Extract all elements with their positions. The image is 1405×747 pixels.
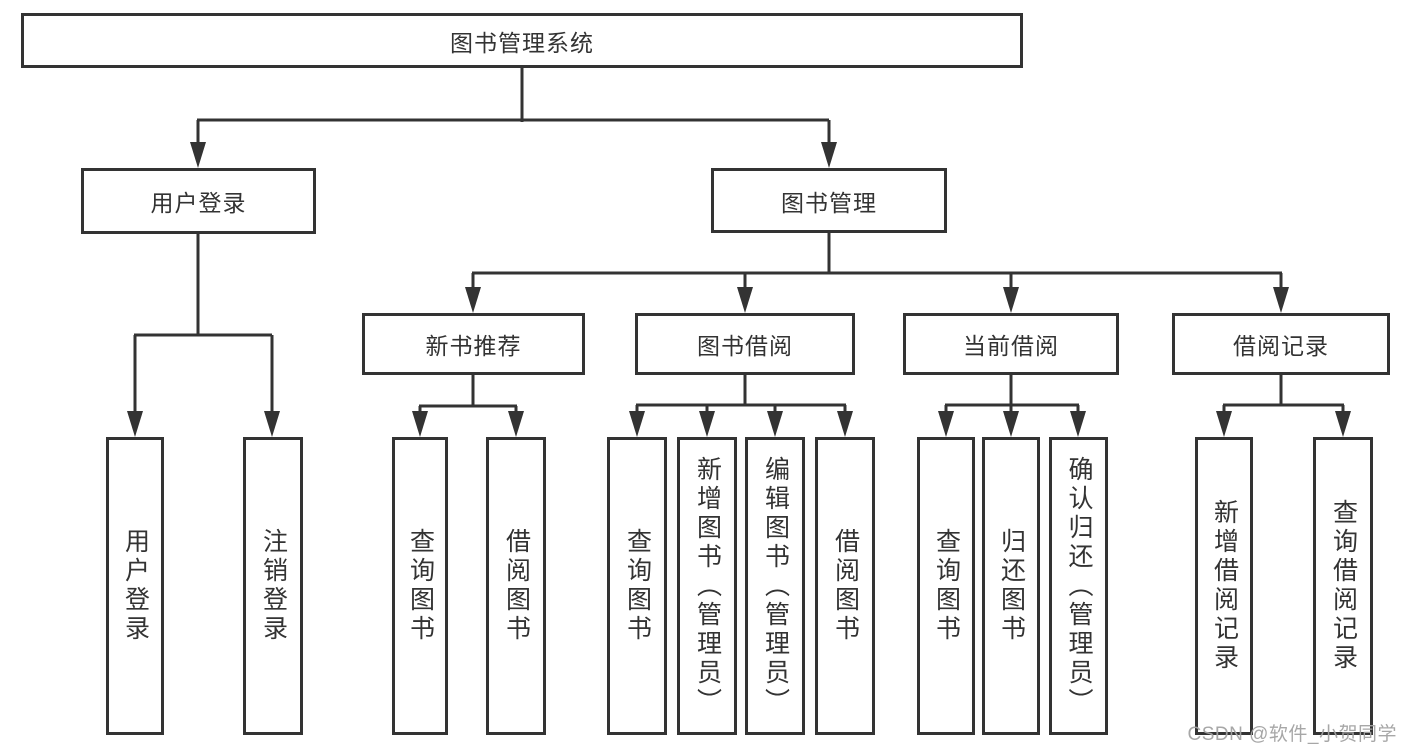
- leaf-recommend-query-book: 查询图书: [392, 437, 448, 735]
- leaf-record-add-record: 新增借阅记录: [1195, 437, 1253, 735]
- connector-root-to-level2: [196, 68, 831, 148]
- connector-currentborrow-to-leaves: [944, 375, 1080, 417]
- leaf-borrow-add-book-admin-label: 新增图书（管理员）: [693, 455, 722, 717]
- leaf-recommend-borrow-book-label: 借阅图书: [502, 528, 531, 644]
- leaf-borrow-edit-book-admin-label: 编辑图书（管理员）: [761, 455, 790, 717]
- leaf-current-query-book: 查询图书: [917, 437, 975, 735]
- leaf-logout-label: 注销登录: [259, 528, 288, 644]
- leaf-borrow-add-book-admin: 新增图书（管理员）: [677, 437, 737, 735]
- node-new-book-recommend: 新书推荐: [362, 313, 585, 375]
- leaf-borrow-query-book: 查询图书: [607, 437, 667, 735]
- leaf-record-query-record: 查询借阅记录: [1313, 437, 1373, 735]
- connector-borrowrecord-to-leaves: [1222, 375, 1345, 417]
- leaf-current-query-book-label: 查询图书: [932, 528, 961, 644]
- leaf-recommend-borrow-book: 借阅图书: [486, 437, 546, 735]
- connector-userlogin-to-leaves: [133, 234, 274, 417]
- leaf-borrow-query-book-label: 查询图书: [623, 528, 652, 644]
- connector-bookmgmt-to-level3: [471, 233, 1283, 293]
- node-root-label: 图书管理系统: [450, 29, 594, 56]
- node-borrow-record-label: 借阅记录: [1233, 333, 1329, 359]
- leaf-user-login-label: 用户登录: [121, 528, 150, 644]
- node-book-borrow-label: 图书借阅: [697, 333, 793, 359]
- leaf-borrow-borrow-book-label: 借阅图书: [831, 528, 860, 644]
- leaf-recommend-query-book-label: 查询图书: [406, 528, 435, 644]
- leaf-current-return-book-label: 归还图书: [997, 528, 1026, 644]
- node-book-management: 图书管理: [711, 168, 947, 233]
- leaf-record-query-record-label: 查询借阅记录: [1329, 499, 1358, 673]
- leaf-borrow-borrow-book: 借阅图书: [815, 437, 875, 735]
- leaf-logout: 注销登录: [243, 437, 303, 735]
- csdn-watermark: CSDN @软件_小贺同学: [1187, 724, 1397, 745]
- node-user-login: 用户登录: [81, 168, 316, 234]
- leaf-current-confirm-return-admin-label: 确认归还（管理员）: [1065, 455, 1093, 717]
- arrowheads: [127, 142, 1351, 437]
- node-book-borrow: 图书借阅: [635, 313, 855, 375]
- node-user-login-label: 用户登录: [150, 190, 247, 216]
- leaf-record-add-record-label: 新增借阅记录: [1210, 499, 1239, 673]
- connector-bookborrow-to-leaves: [635, 375, 847, 417]
- node-root: 图书管理系统: [21, 13, 1023, 68]
- node-current-borrow-label: 当前借阅: [963, 333, 1059, 359]
- node-new-book-recommend-label: 新书推荐: [425, 333, 522, 359]
- node-borrow-record: 借阅记录: [1172, 313, 1390, 375]
- leaf-current-return-book: 归还图书: [982, 437, 1040, 735]
- connector-newbook-to-leaves: [418, 375, 518, 417]
- leaf-user-login: 用户登录: [106, 437, 164, 735]
- node-current-borrow: 当前借阅: [903, 313, 1119, 375]
- node-book-management-label: 图书管理: [781, 189, 877, 216]
- leaf-current-confirm-return-admin: 确认归还（管理员）: [1049, 437, 1108, 735]
- leaf-borrow-edit-book-admin: 编辑图书（管理员）: [745, 437, 805, 735]
